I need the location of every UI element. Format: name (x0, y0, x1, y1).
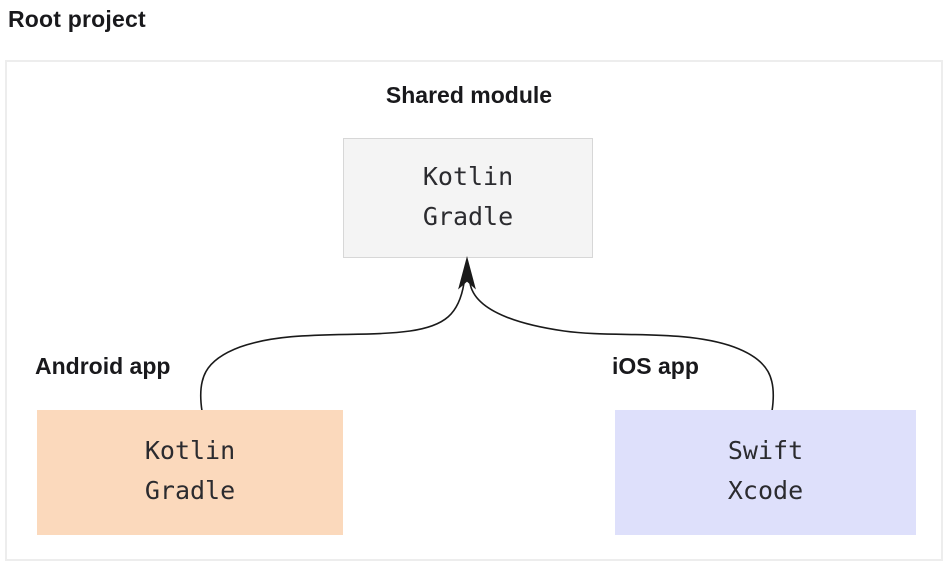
ios-app-tech-2: Xcode (727, 476, 804, 505)
ios-app-tech-1: Swift (727, 436, 804, 465)
arrow-curve-android (199, 282, 465, 412)
android-app-tech-1: Kotlin (144, 436, 236, 465)
android-app-box: Kotlin Gradle (37, 410, 343, 535)
shared-module-tech-2: Gradle (422, 202, 514, 231)
ios-app-label: iOS app (612, 353, 699, 379)
ios-app-box: Swift Xcode (615, 410, 916, 535)
shared-module-tech-1: Kotlin (422, 162, 514, 191)
arrow-curve-ios (469, 282, 775, 412)
arrowhead-up (458, 256, 476, 290)
android-app-tech-2: Gradle (144, 476, 236, 505)
root-project-title: Root project (8, 6, 146, 32)
root-project-container: Shared module Kotlin Gradle Android app … (5, 60, 943, 561)
shared-module-box: Kotlin Gradle (343, 138, 593, 258)
android-app-label: Android app (35, 353, 171, 379)
shared-module-label: Shared module (385, 82, 553, 108)
